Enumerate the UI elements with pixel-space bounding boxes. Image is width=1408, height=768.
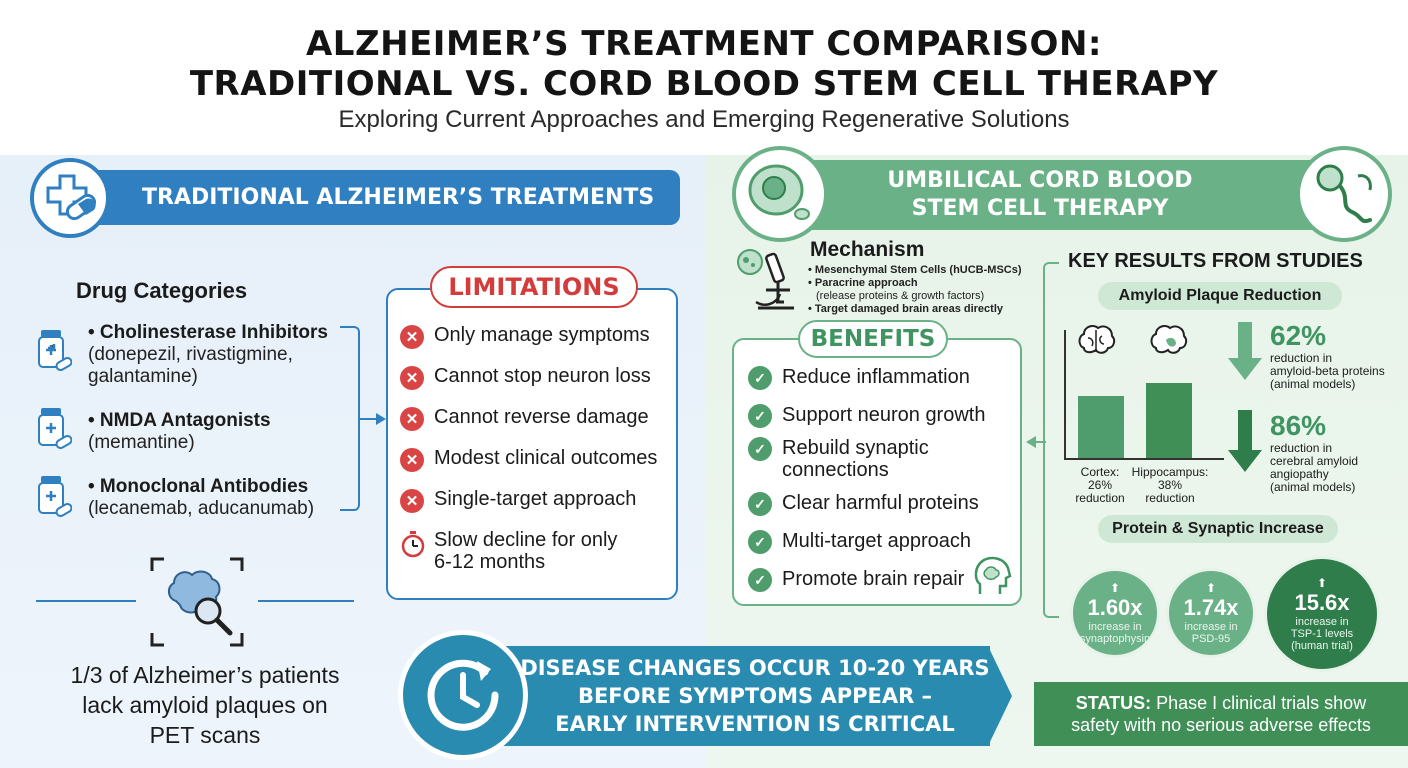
medical-cross-pill-icon (30, 158, 110, 238)
connector-line (358, 418, 380, 420)
title-line-1: ALZHEIMER’S TREATMENT COMPARISON: (305, 24, 1103, 64)
benefit-item: ✓Multi-target approach (748, 530, 971, 554)
mechanism-title: Mechanism (810, 238, 925, 261)
limitations-title: LIMITATIONS (430, 266, 638, 308)
drug-categories-title: Drug Categories (76, 278, 248, 303)
limitation-item: ✕ Modest clinical outcomes (400, 447, 657, 472)
down-arrow-icon (1228, 322, 1262, 380)
pct-amyloid-beta: 62% (1270, 320, 1327, 351)
divider (36, 600, 136, 602)
status-box: STATUS: Phase I clinical trials show saf… (1034, 682, 1408, 746)
brain-icon (1150, 325, 1188, 354)
mechanism-line: (release proteins & growth factors) (816, 290, 985, 302)
pct-cerebral-amyloid: 86% (1270, 410, 1327, 441)
cord-banner: UMBILICAL CORD BLOOD STEM CELL THERAPY (760, 160, 1320, 230)
stat-circle-synaptophysin: ⬆ 1.60x increase in synaptophysin (1070, 568, 1160, 658)
divider (258, 600, 354, 602)
early-intervention-banner: DISEASE CHANGES OCCUR 10-20 YEARS BEFORE… (480, 646, 990, 746)
drug-item-nmda: • NMDA Antagonists (memantine) (88, 410, 271, 453)
brain-icon (1078, 325, 1116, 354)
bar-hippocampus (1146, 383, 1192, 458)
bar-label-cortex: Cortex: 26% reduction (1075, 465, 1125, 505)
bar-cortex (1078, 396, 1124, 458)
traditional-banner-title: TRADITIONAL ALZHEIMER’S TREATMENTS (142, 185, 655, 210)
benefit-item: ✓Clear harmful proteins (748, 492, 979, 516)
x-circle-icon: ✕ (400, 325, 424, 349)
drug-item-cholinesterase: • Cholinesterase Inhibitors (donepezil, … (88, 322, 328, 387)
key-results-title: KEY RESULTS FROM STUDIES (1068, 250, 1363, 272)
traditional-banner: TRADITIONAL ALZHEIMER’S TREATMENTS (90, 170, 680, 225)
benefits-title: BENEFITS (798, 320, 948, 358)
x-circle-icon: ✕ (400, 407, 424, 431)
limitation-item: ✕ Cannot stop neuron loss (400, 365, 651, 390)
limitations-box (386, 288, 678, 600)
drug-item-monoclonal: • Monoclonal Antibodies (lecanemab, aduc… (88, 476, 315, 519)
benefit-item: ✓Reduce inflammation (748, 366, 970, 390)
limitation-item: ✕ Cannot reverse damage (400, 406, 649, 431)
pct-cerebral-amyloid-desc: reduction in cerebral amyloid angiopathy… (1270, 441, 1359, 494)
benefit-item: ✓Support neuron growth (748, 404, 985, 428)
bar-label-hippocampus: Hippocampus: 38% reduction (1131, 465, 1209, 505)
benefits-box (732, 338, 1022, 606)
chart-y-axis (1064, 330, 1066, 460)
check-circle-icon: ✓ (748, 492, 772, 516)
key-results-bracket (1043, 262, 1059, 618)
drug-bracket (340, 326, 360, 511)
medicine-bottle-icon (38, 476, 72, 517)
brain-scan-magnifier-icon (150, 557, 244, 647)
limitation-item-slow-decline: Slow decline for only 6-12 months (400, 529, 617, 573)
title-line-2: TRADITIONAL VS. CORD BLOOD STEM CELL THE… (189, 64, 1219, 104)
check-circle-icon: ✓ (748, 404, 772, 428)
arrow-right-icon (376, 413, 386, 425)
stem-cell-icon (732, 146, 828, 242)
pet-scan-fact: 1/3 of Alzheimer’s patients lack amyloid… (70, 662, 340, 748)
mechanism-line: • Mesenchymal Stem Cells (hUCB-MSCs) (808, 264, 1022, 276)
medicine-bottle-icon (38, 408, 72, 449)
clock-icon (398, 630, 528, 760)
header: ALZHEIMER’S TREATMENT COMPARISON: TRADIT… (0, 0, 1408, 155)
mechanism-line: • Paracrine approach (808, 277, 918, 289)
benefit-item: ✓Promote brain repair (748, 568, 964, 592)
arrow-left-icon (1026, 436, 1036, 448)
protein-increase-pill: Protein & Synaptic Increase (1098, 515, 1338, 543)
banner-arrow-tip (988, 646, 1012, 746)
limitation-item: ✕ Single-target approach (400, 488, 636, 513)
check-circle-icon: ✓ (748, 366, 772, 390)
head-brain-icon (974, 556, 1012, 594)
chart-x-axis (1064, 458, 1224, 460)
x-circle-icon: ✕ (400, 489, 424, 513)
connector-line (1034, 441, 1046, 443)
check-circle-icon: ✓ (748, 437, 772, 461)
amyloid-reduction-pill: Amyloid Plaque Reduction (1098, 282, 1342, 310)
sperm-cell-icon (1296, 146, 1392, 242)
pct-amyloid-beta-desc: reduction in amyloid-beta proteins (anim… (1270, 351, 1385, 391)
stat-circle-tsp1: ⬆ 15.6x increase in TSP-1 levels (human … (1264, 556, 1380, 672)
mechanism-line: • Target damaged brain areas directly (808, 303, 1003, 315)
stopwatch-icon (401, 531, 425, 558)
check-circle-icon: ✓ (748, 568, 772, 592)
x-circle-icon: ✕ (400, 366, 424, 390)
stat-circle-psd95: ⬆ 1.74x increase in PSD-95 (1166, 568, 1256, 658)
check-circle-icon: ✓ (748, 530, 772, 554)
medicine-bottle-icon (38, 330, 72, 371)
x-circle-icon: ✕ (400, 448, 424, 472)
limitation-item: ✕ Only manage symptoms (400, 324, 650, 349)
down-arrow-icon (1228, 410, 1262, 472)
microscope-icon (737, 249, 794, 310)
subtitle: Exploring Current Approaches and Emergin… (338, 106, 1070, 133)
